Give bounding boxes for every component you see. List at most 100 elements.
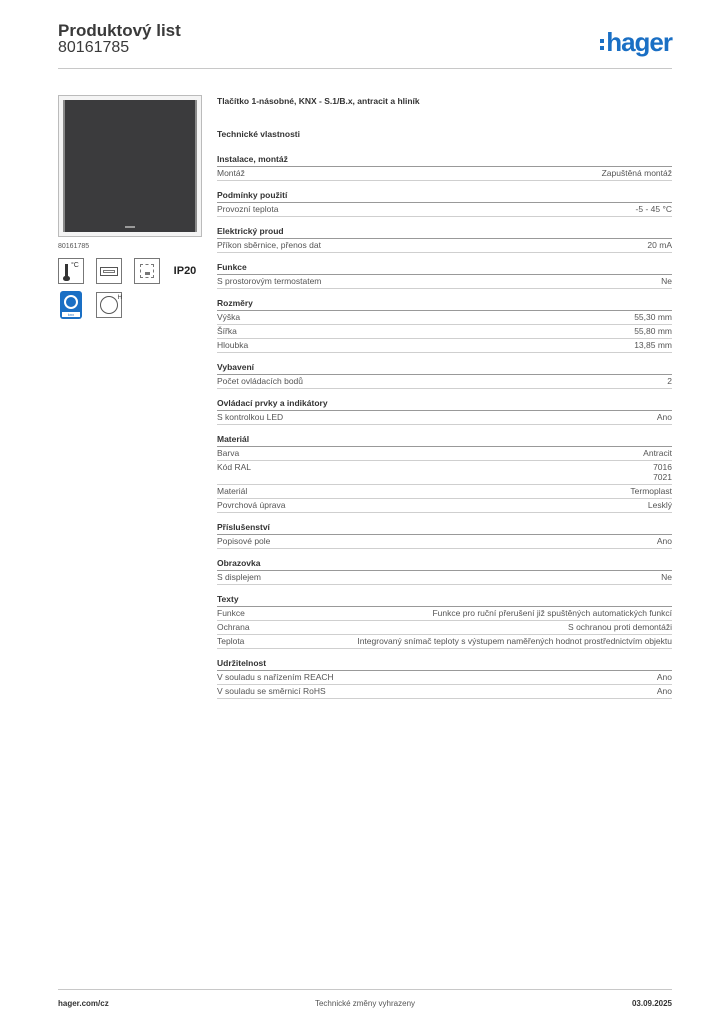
- spec-label: Montáž: [217, 168, 245, 178]
- section-title: Instalace, montáž: [217, 154, 672, 167]
- ip20-icon: IP20: [172, 258, 198, 284]
- section-title: Ovládací prvky a indikátory: [217, 398, 672, 411]
- spec-value: 20 mA: [647, 240, 672, 250]
- footer-note: Technické změny vyhrazeny: [314, 999, 416, 1008]
- spec-value: Funkce pro ruční přerušení již spuštěnýc…: [432, 608, 672, 618]
- spec-value: Ne: [661, 572, 672, 582]
- product-number: 80161785: [58, 39, 130, 56]
- section-title: Podmínky použití: [217, 190, 672, 203]
- push-button-face: [63, 100, 197, 232]
- spec-value: Ano: [656, 412, 672, 422]
- spec-label: Materiál: [217, 486, 248, 496]
- spec-label: V souladu s nařízením REACH: [217, 672, 334, 682]
- temperature-icon: °C: [58, 258, 84, 284]
- spec-value: Ne: [661, 276, 672, 286]
- spec-row: S displejem Ne: [217, 571, 672, 585]
- section-title: Materiál: [217, 434, 672, 447]
- section-title: Rozměry: [217, 298, 672, 311]
- spec-value: 7016 7021: [653, 462, 672, 482]
- spec-value: Ano: [656, 536, 672, 546]
- ip-rating: IP20: [173, 265, 197, 277]
- spec-label: Ochrana: [217, 622, 250, 632]
- section-title: Texty: [217, 594, 672, 607]
- spec-row: S prostorovým termostatem Ne: [217, 275, 672, 289]
- knx-icon: knx: [58, 291, 84, 319]
- feature-icons-row-1: °C IP20: [58, 258, 203, 284]
- page-title: Produktový list: [58, 21, 181, 40]
- spec-row: S kontrolkou LED Ano: [217, 411, 672, 425]
- spec-value: Integrovaný snímač teploty s výstupem na…: [357, 636, 672, 646]
- spec-label: Provozní teplota: [217, 204, 279, 214]
- spec-label: Povrchová úprava: [217, 500, 286, 510]
- spec-value: 2: [667, 376, 672, 386]
- spec-value: Ano: [656, 686, 672, 696]
- spec-row: Povrchová úprava Lesklý: [217, 499, 672, 513]
- spec-label: S kontrolkou LED: [217, 412, 284, 422]
- spec-value: Antracit: [643, 448, 672, 458]
- footer-website: hager.com/cz: [58, 999, 109, 1008]
- spec-label: S displejem: [217, 572, 261, 582]
- spec-value: S ochranou proti demontáži: [568, 622, 672, 632]
- device-display-icon: [96, 258, 122, 284]
- knx-tag: knx: [62, 312, 80, 317]
- spec-row: Příkon sběrnice, přenos dat 20 mA: [217, 239, 672, 253]
- spec-label: V souladu se směrnicí RoHS: [217, 686, 326, 696]
- logo-text: hager: [606, 27, 673, 57]
- spec-value: -5 - 45 °C: [635, 204, 672, 214]
- circle-h-icon: H: [96, 292, 122, 318]
- section-title: Obrazovka: [217, 558, 672, 571]
- spec-label: Počet ovládacích bodů: [217, 376, 304, 386]
- section-title: Vybavení: [217, 362, 672, 375]
- footer-date: 03.09.2025: [631, 999, 672, 1008]
- spec-label: Funkce: [217, 608, 245, 618]
- section-title: Udržitelnost: [217, 658, 672, 671]
- section-title: Funkce: [217, 262, 672, 275]
- spec-label: Barva: [217, 448, 240, 458]
- temperature-unit: °C: [71, 262, 79, 269]
- hager-logo: hager: [600, 27, 673, 57]
- section-title: Příslušenství: [217, 522, 672, 535]
- spec-row: Popisové pole Ano: [217, 535, 672, 549]
- spec-row: Kód RAL 7016 7021: [217, 461, 672, 485]
- spec-label: S prostorovým termostatem: [217, 276, 322, 286]
- spec-row: Počet ovládacích bodů 2: [217, 375, 672, 389]
- product-name: Tlačítko 1-násobné, KNX - S.1/B.x, antra…: [217, 96, 420, 106]
- spec-row: Montáž Zapuštěná montáž: [217, 167, 672, 181]
- section-title: Elektrický proud: [217, 226, 672, 239]
- spec-label: Popisové pole: [217, 536, 271, 546]
- technical-properties-heading: Technické vlastnosti: [217, 129, 300, 139]
- spec-row: V souladu se směrnicí RoHS Ano: [217, 685, 672, 699]
- spec-value: Zapuštěná montáž: [601, 168, 672, 178]
- spec-label: Kód RAL: [217, 462, 252, 472]
- spec-label: Teplota: [217, 636, 245, 646]
- spec-value: Lesklý: [647, 500, 672, 510]
- page-footer: hager.com/cz Technické změny vyhrazeny 0…: [58, 989, 672, 1013]
- spec-label: Výška: [217, 312, 241, 322]
- page-header: Produktový list 80161785 hager: [58, 21, 673, 69]
- spec-value: 13,85 mm: [634, 340, 672, 350]
- spec-value: Termoplast: [630, 486, 672, 496]
- spec-label: Příkon sběrnice, přenos dat: [217, 240, 321, 250]
- circle-mark: H: [117, 295, 122, 301]
- spec-row: Barva Antracit: [217, 447, 672, 461]
- spec-row: Materiál Termoplast: [217, 485, 672, 499]
- flush-mount-icon: [134, 258, 160, 284]
- spec-row: Funkce Funkce pro ruční přerušení již spu…: [217, 607, 672, 621]
- spec-value: 55,30 mm: [634, 312, 672, 322]
- product-image: [58, 95, 202, 237]
